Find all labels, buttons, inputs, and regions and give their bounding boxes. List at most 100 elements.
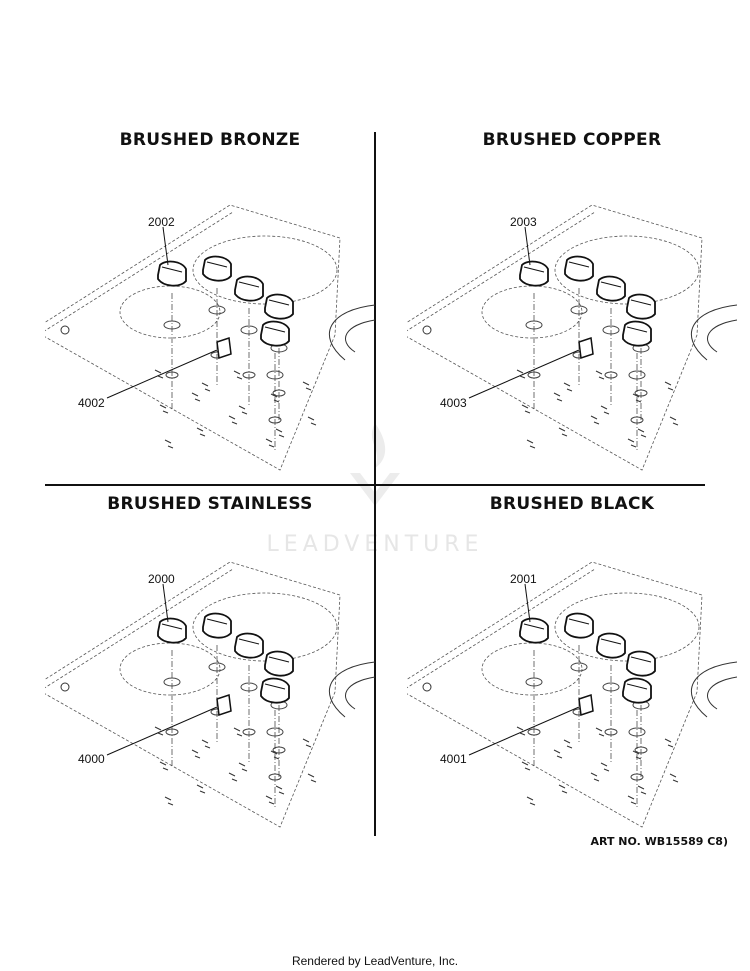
cooktop-edge bbox=[45, 211, 234, 332]
hardware-mark bbox=[595, 727, 605, 737]
knob-icon bbox=[260, 320, 290, 347]
insert-part-label: 4000 bbox=[78, 752, 105, 766]
knob-pointer bbox=[264, 683, 286, 690]
knob-pointer bbox=[600, 281, 622, 288]
quadrant-title: BRUSHED COPPER bbox=[482, 130, 662, 150]
indicator-icon bbox=[422, 325, 432, 335]
knob-seat bbox=[163, 320, 181, 330]
knob-pointer bbox=[264, 326, 286, 333]
hardware-mark bbox=[164, 439, 174, 449]
indicator-icon bbox=[60, 682, 70, 692]
quadrant-brushed-bronze: BRUSHED BRONZE 2002 4002 bbox=[45, 130, 375, 480]
insert-leader-line bbox=[106, 349, 218, 399]
cooktop-edge bbox=[407, 211, 596, 332]
diagram-group bbox=[407, 561, 737, 828]
knob-icon bbox=[596, 632, 626, 659]
hardware-mark bbox=[590, 415, 600, 425]
hardware-mark bbox=[191, 749, 201, 759]
knob-seat bbox=[266, 727, 284, 737]
diagram-group bbox=[407, 204, 737, 471]
knob-seat bbox=[266, 370, 284, 380]
knob-pointer bbox=[626, 326, 648, 333]
hardware-mark bbox=[637, 428, 647, 438]
hardware-mark bbox=[637, 785, 647, 795]
hardware-mark bbox=[600, 762, 610, 772]
knob-pointer bbox=[206, 261, 228, 268]
knob-pointer bbox=[161, 266, 183, 273]
knob-seat bbox=[570, 305, 588, 315]
knob-pointer bbox=[268, 299, 290, 306]
knob-seat bbox=[525, 677, 543, 687]
hardware-mark bbox=[191, 392, 201, 402]
knob-icon bbox=[622, 320, 652, 347]
knob-pointer bbox=[626, 683, 648, 690]
knob-seat bbox=[525, 320, 543, 330]
diagram-group bbox=[45, 204, 375, 471]
insert-part-label: 4002 bbox=[78, 396, 105, 410]
hardware-mark bbox=[516, 726, 526, 736]
knob-seat bbox=[628, 370, 646, 380]
cooktop-edge bbox=[407, 568, 596, 689]
hardware-mark bbox=[669, 416, 679, 426]
hardware-mark bbox=[307, 773, 317, 783]
knob-pointer bbox=[161, 623, 183, 630]
hardware-mark bbox=[159, 404, 169, 414]
hardware-mark bbox=[302, 738, 312, 748]
burner-front-left bbox=[481, 642, 583, 696]
hardware-mark bbox=[154, 369, 164, 379]
knob-icon bbox=[202, 255, 232, 282]
knob-washer bbox=[527, 728, 541, 736]
knob-icon bbox=[519, 617, 549, 644]
burner-right-ring-inner bbox=[345, 319, 375, 353]
knob-icon bbox=[234, 275, 264, 302]
knob-seat bbox=[628, 727, 646, 737]
hardware-mark bbox=[521, 761, 531, 771]
knob-seat bbox=[570, 662, 588, 672]
hardware-mark bbox=[270, 393, 280, 403]
hardware-mark bbox=[632, 750, 642, 760]
hardware-mark bbox=[238, 405, 248, 415]
knob-icon bbox=[264, 650, 294, 677]
knob-icon bbox=[157, 617, 187, 644]
cooktop-diagram bbox=[407, 204, 737, 471]
knob-washer bbox=[634, 746, 648, 754]
hardware-mark bbox=[553, 749, 563, 759]
quadrant-title: BRUSHED BRONZE bbox=[119, 130, 301, 150]
hardware-mark bbox=[302, 381, 312, 391]
indicator-icon bbox=[60, 325, 70, 335]
cooktop-outline bbox=[407, 204, 703, 471]
knob-pointer bbox=[568, 618, 590, 625]
cooktop-diagram bbox=[45, 204, 375, 471]
burner-right-ring-inner bbox=[345, 676, 375, 710]
hardware-mark bbox=[159, 761, 169, 771]
art-number: ART NO. WB15589 C8) bbox=[590, 835, 728, 848]
watermark-text: LEADVENTURE bbox=[0, 532, 750, 557]
hardware-mark bbox=[228, 415, 238, 425]
knob-icon bbox=[264, 293, 294, 320]
knob-washer bbox=[242, 728, 256, 736]
knob-icon bbox=[564, 255, 594, 282]
horizontal-divider bbox=[45, 484, 705, 486]
hardware-mark bbox=[265, 795, 275, 805]
knob-washer bbox=[604, 371, 618, 379]
burner-right-ring bbox=[328, 304, 375, 361]
hardware-mark bbox=[563, 382, 573, 392]
knob-pointer bbox=[630, 656, 652, 663]
hardware-mark bbox=[307, 416, 317, 426]
hardware-mark bbox=[270, 750, 280, 760]
hardware-mark bbox=[196, 427, 206, 437]
knob-insert-icon bbox=[216, 693, 232, 717]
indicator-icon bbox=[422, 682, 432, 692]
hardware-mark bbox=[595, 370, 605, 380]
cooktop-outline bbox=[45, 561, 341, 828]
quadrant-brushed-copper: BRUSHED COPPER 2003 4003 bbox=[407, 130, 737, 480]
knob-insert-icon bbox=[578, 336, 594, 360]
hardware-mark bbox=[275, 428, 285, 438]
knob-seat bbox=[208, 662, 226, 672]
hardware-mark bbox=[590, 772, 600, 782]
quadrant-title: BRUSHED STAINLESS bbox=[107, 494, 313, 514]
hardware-mark bbox=[233, 370, 243, 380]
insert-part-label: 4001 bbox=[440, 752, 467, 766]
knob-seat bbox=[163, 677, 181, 687]
knob-washer bbox=[604, 728, 618, 736]
